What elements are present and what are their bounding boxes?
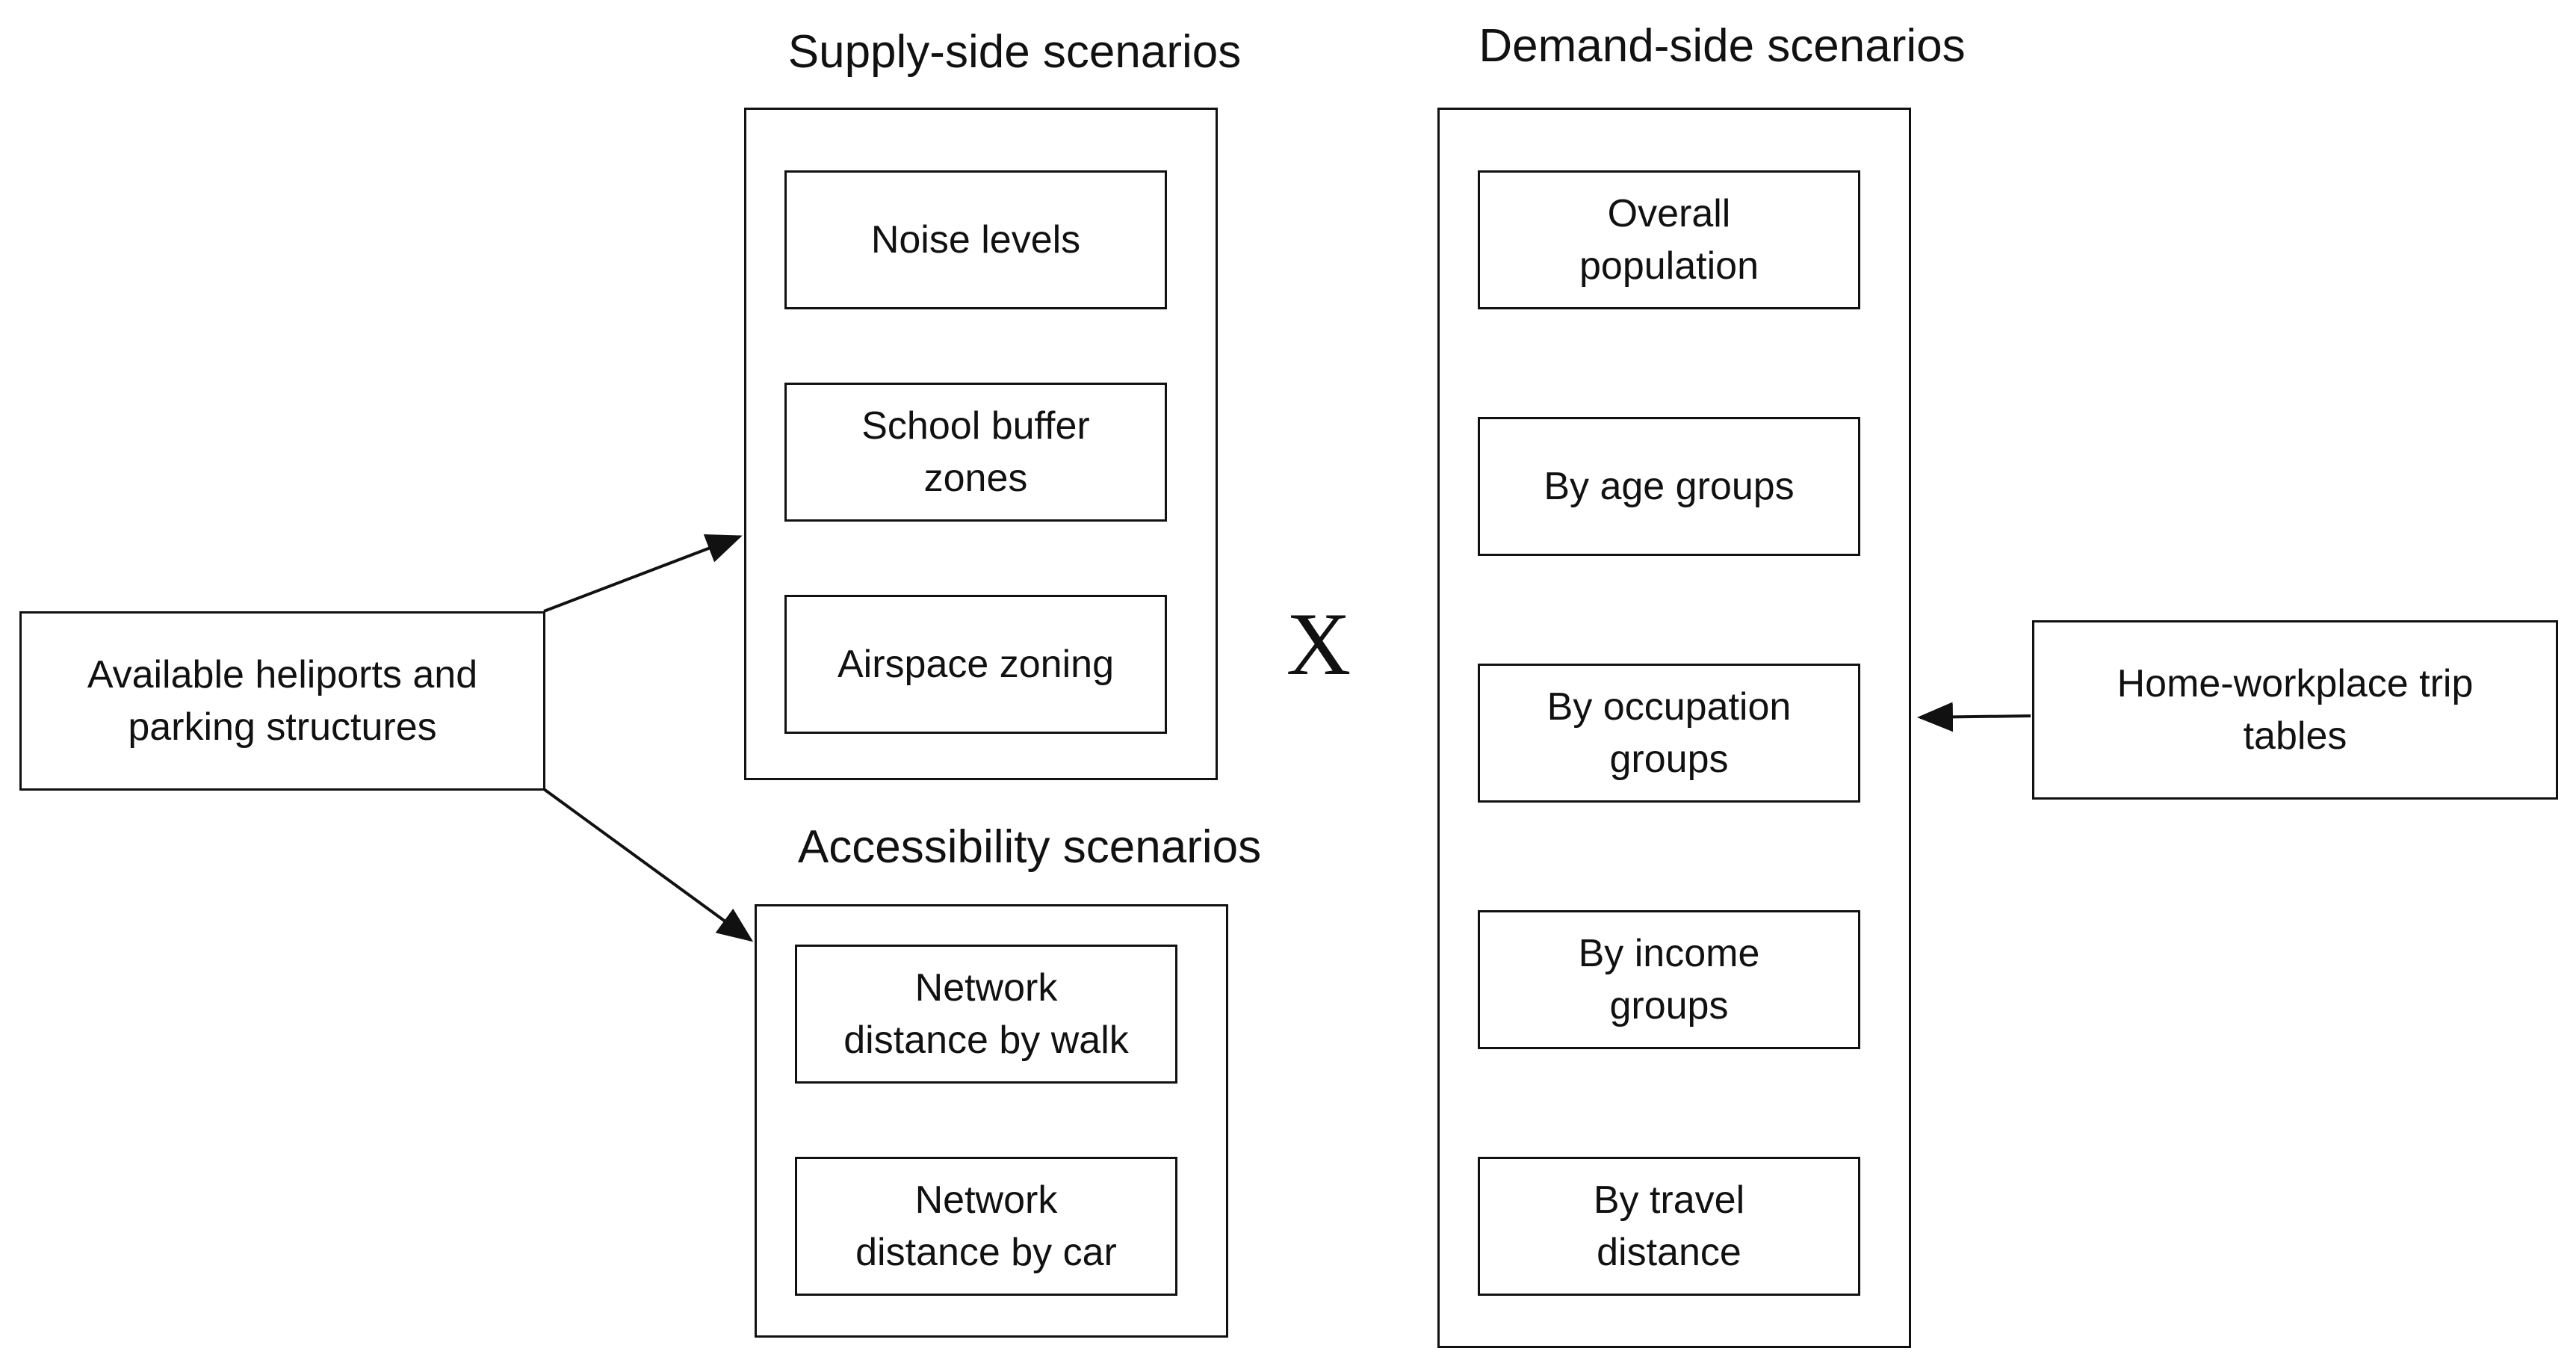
trip-tables-node: Home-workplace trip tables <box>2032 620 2558 800</box>
arrow-heliports-to-accessibility <box>542 788 754 942</box>
occupation-groups-label: By occupation groups <box>1546 685 1792 781</box>
car-distance-node: Network distance by car <box>795 1157 1177 1296</box>
airspace-zoning-label: Airspace zoning <box>837 643 1114 686</box>
school-buffer-node: School buffer zones <box>784 383 1167 522</box>
car-distance-label: Network distance by car <box>855 1178 1117 1274</box>
age-groups-node: By age groups <box>1478 417 1860 556</box>
accessibility-title: Accessibility scenarios <box>797 821 1262 873</box>
overall-population-label: Overall population <box>1579 192 1759 288</box>
age-groups-label: By age groups <box>1544 465 1795 508</box>
walk-distance-node: Network distance by walk <box>795 945 1177 1084</box>
trip-tables-label: Home-workplace trip tables <box>2117 662 2474 758</box>
income-groups-label: By income groups <box>1578 932 1760 1028</box>
noise-levels-node: Noise levels <box>784 170 1167 309</box>
walk-distance-label: Network distance by walk <box>843 966 1129 1062</box>
noise-levels-label: Noise levels <box>870 218 1081 262</box>
income-groups-node: By income groups <box>1478 910 1860 1049</box>
school-buffer-label: School buffer zones <box>861 404 1090 500</box>
cross-operator: X <box>1286 594 1352 693</box>
arrow-heliports-to-supply <box>543 534 743 613</box>
supply-title: Supply-side scenarios <box>787 26 1242 78</box>
heliports-label: Available heliports and parking structur… <box>87 653 478 749</box>
travel-distance-label: By travel distance <box>1593 1178 1745 1274</box>
airspace-zoning-node: Airspace zoning <box>784 595 1167 734</box>
occupation-groups-node: By occupation groups <box>1478 664 1860 803</box>
travel-distance-node: By travel distance <box>1478 1157 1860 1296</box>
demand-title: Demand-side scenarios <box>1479 20 1966 72</box>
heliports-node: Available heliports and parking structur… <box>19 611 545 791</box>
arrow-trips-to-demand <box>1917 702 2031 732</box>
overall-population-node: Overall population <box>1478 170 1860 309</box>
